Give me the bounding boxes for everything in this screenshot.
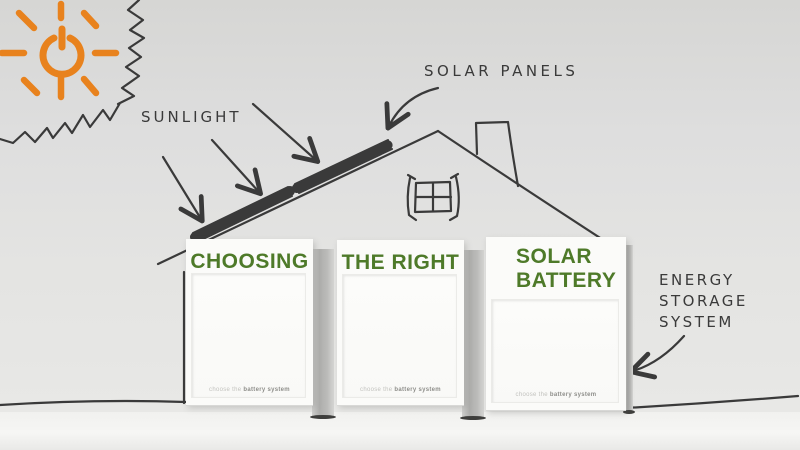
battery-box-title-line1: SOLAR — [516, 245, 592, 268]
battery-box-front-panel — [191, 273, 306, 398]
sunlight-arrow — [251, 102, 321, 164]
battery-box-front-panel — [342, 274, 457, 398]
box-bottom-shadow — [460, 416, 486, 420]
sunlight-arrow — [210, 138, 263, 197]
energy-storage-arrow — [628, 334, 686, 380]
solar-panels-arrow — [384, 86, 440, 131]
window — [406, 172, 460, 222]
energy-storage-label: ENERGY STORAGE SYSTEM — [659, 270, 748, 333]
battery-box-side-face — [623, 245, 635, 414]
battery-box-side-face — [310, 249, 336, 419]
footnote-bold: battery system — [394, 387, 441, 393]
footnote-light: choose the — [515, 392, 548, 398]
battery-box-2: THE RIGHT choose the battery system — [337, 240, 464, 405]
chimney — [474, 120, 520, 188]
house-outline — [156, 120, 633, 405]
solar-panels-label: SOLAR PANELS — [424, 62, 579, 80]
battery-box-title: CHOOSING — [190, 250, 309, 273]
battery-box-side-face — [460, 250, 486, 420]
battery-box-1: CHOOSING choose the battery system — [186, 239, 313, 405]
battery-box-title: SOLAR BATTERY — [486, 237, 626, 293]
window-cross — [414, 181, 453, 213]
footnote-light: choose the — [209, 387, 242, 393]
battery-box-title: THE RIGHT — [341, 251, 460, 274]
footnote-bold: battery system — [243, 387, 290, 393]
energy-storage-label-line2: STORAGE — [659, 292, 748, 310]
battery-box-3: SOLAR BATTERY choose the battery system — [486, 237, 626, 410]
battery-box-footnote: choose the battery system — [186, 387, 313, 393]
sunlight-arrows — [161, 102, 321, 224]
energy-storage-label-line1: ENERGY — [659, 271, 735, 289]
battery-box-footnote: choose the battery system — [337, 387, 464, 393]
battery-box-footnote: choose the battery system — [486, 392, 626, 398]
energy-storage-label-line3: SYSTEM — [659, 313, 734, 331]
battery-box-title-line2: BATTERY — [516, 269, 617, 292]
ground-line — [0, 394, 800, 410]
box-bottom-shadow — [623, 410, 635, 414]
torn-corner-zigzag-line — [0, 0, 146, 145]
ground-surface — [0, 412, 800, 450]
window-shutter-right — [448, 172, 460, 222]
window-shutter-left — [406, 173, 418, 222]
battery-box-front-panel — [491, 299, 619, 403]
window-frame — [413, 180, 453, 214]
footnote-bold: battery system — [549, 392, 597, 398]
solar-panel-strip — [190, 139, 395, 243]
sun-power-icon — [0, 0, 120, 101]
box-bottom-shadow — [310, 415, 336, 419]
sunlight-label: SUNLIGHT — [141, 108, 242, 126]
sunlight-arrow — [161, 155, 205, 224]
footnote-light: choose the — [360, 387, 393, 393]
